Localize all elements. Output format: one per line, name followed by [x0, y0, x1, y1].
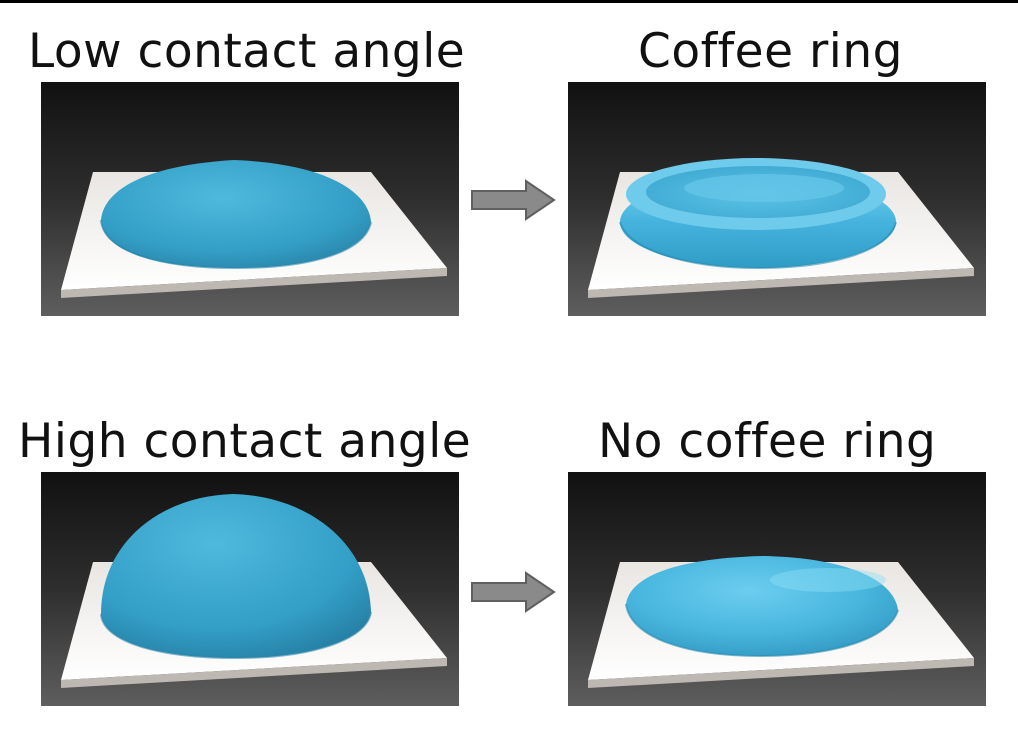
arrow-right-icon — [468, 178, 558, 222]
label-high-contact-angle: High contact angle — [18, 414, 472, 469]
label-no-coffee-ring: No coffee ring — [598, 414, 937, 469]
label-low-contact-angle: Low contact angle — [28, 24, 466, 79]
panel-high-contact-angle-droplet — [41, 472, 459, 706]
label-coffee-ring: Coffee ring — [638, 24, 903, 79]
panel-low-contact-angle-droplet — [41, 82, 459, 316]
top-divider — [0, 0, 1018, 3]
panel-no-coffee-ring-droplet — [568, 472, 986, 706]
arrow-right-icon — [468, 570, 558, 614]
panel-coffee-ring-droplet — [568, 82, 986, 316]
